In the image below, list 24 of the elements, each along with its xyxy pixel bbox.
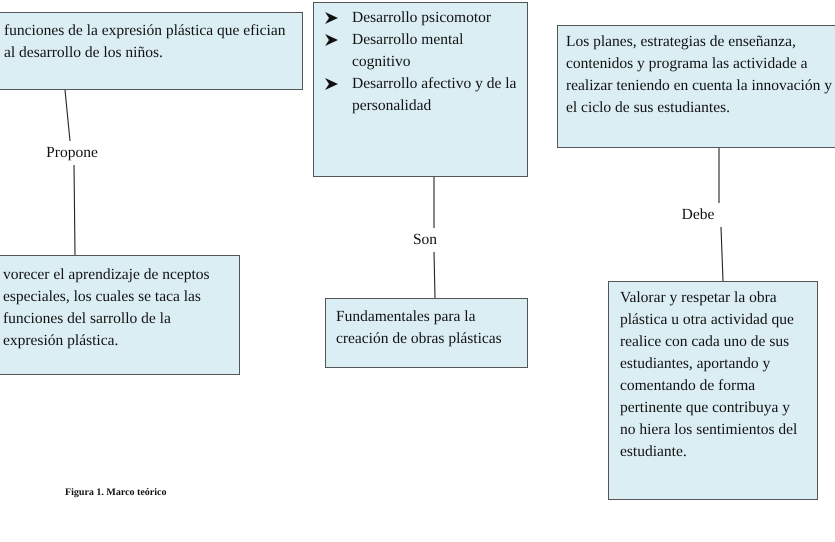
connector-line bbox=[73, 165, 76, 255]
concept-box bbox=[313, 2, 528, 177]
connector-line bbox=[718, 148, 720, 203]
box-text: Los planes, estrategias de enseñanza, contenidos y programa las actividade a realizar teniendo en cuenta la innovación y el ciclo de sus estudiantes. bbox=[566, 32, 833, 118]
box-text: Valorar y respetar la obra plástica u otra actividad que realice con cada uno de sus estudiantes, aportando y comentando de forma pertinente que contribuya y no hiera los sentimientos del estudiante. bbox=[620, 288, 798, 462]
connector-word: Son bbox=[408, 228, 442, 252]
concept-box bbox=[557, 25, 835, 148]
figure-caption: Figura 1. Marco teórico bbox=[65, 487, 166, 498]
box-text: Fundamentales para la creación de obras plásticas bbox=[336, 307, 503, 349]
concept-box bbox=[608, 281, 818, 500]
concept-box bbox=[0, 255, 240, 375]
connector-line bbox=[64, 90, 71, 142]
box-text: vorecer el aprendizaje de nceptos especiales, los cuales se taca las funciones del sarrollo de la expresión plástica. bbox=[3, 265, 211, 351]
connector-line bbox=[433, 252, 436, 298]
list-item-text: Desarrollo mental cognitivo bbox=[352, 30, 464, 72]
concept-box bbox=[0, 12, 303, 90]
list-item-text: Desarrollo afectivo y de la personalidad bbox=[352, 74, 518, 116]
box-text: funciones de la expresión plástica que efician al desarrollo de los niños. bbox=[4, 21, 286, 63]
connector-word: Debe bbox=[676, 203, 720, 227]
list-item-text: Desarrollo psicomotor bbox=[352, 8, 492, 28]
connector-line bbox=[720, 226, 724, 282]
connector-line bbox=[433, 177, 435, 228]
concept-box bbox=[325, 298, 528, 368]
connector-word: Propone bbox=[40, 141, 104, 165]
